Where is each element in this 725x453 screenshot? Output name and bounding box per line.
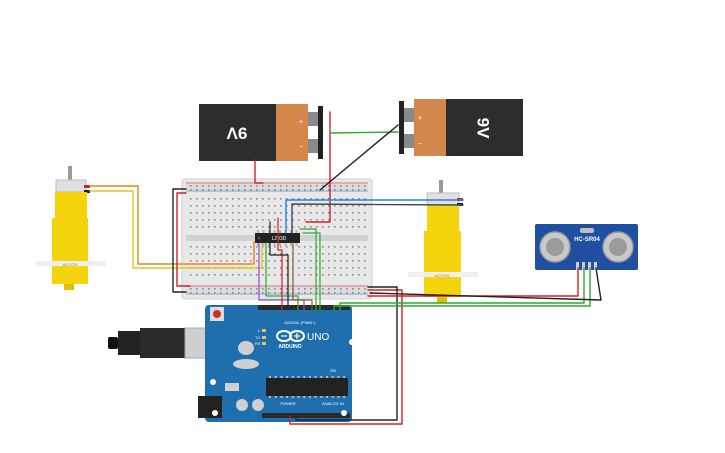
wire-rail-black-left [172,188,187,293]
battery-left-minus: − [299,144,303,151]
wire-chip-red [277,217,283,311]
battery-left-plus: + [299,119,303,126]
wire-battery-green [329,131,399,134]
ultrasonic-sensor[interactable]: HC-SR04 [535,224,638,270]
arduino-led-rx: RX [255,341,261,346]
wire-chip-green2 [299,228,317,311]
wire-motor-left-yellow [89,190,263,269]
sensor-pins [576,262,597,270]
wire-motor-right-blue [285,199,464,234]
wire-sensor-green2 [333,267,591,311]
wire-arduino-black [295,286,398,421]
arduino-led-tx: TX [255,335,260,340]
arduino-infinity-logo [276,330,305,342]
wire-battery-right-red [305,111,331,223]
battery-right-minus: − [418,141,422,148]
wires [89,111,602,425]
battery-left[interactable]: + − 9V [199,104,323,161]
wire-battery-left-red [254,159,264,184]
battery-right-label: 9V [474,118,493,139]
mcu-pins [269,376,346,398]
motor-right[interactable]: MOTOR [408,180,478,303]
arduino-brand: ARDUINO [278,344,301,350]
wire-chip-brown [292,242,313,311]
driver-chip-label: L293D [272,236,287,242]
arduino-uno[interactable]: L TX RX ON ARDUINO UNO DIGITAL (PWM~) PO… [108,305,355,422]
arduino-led-l: L [258,328,261,333]
motor-left[interactable]: MOTOR [36,166,106,290]
arduino-digital-label: DIGITAL (PWM~) [285,320,317,325]
wire-chip-black [269,221,289,311]
sensor-label: HC-SR04 [574,237,600,243]
wire-sensor-red [367,267,579,297]
wire-sensor-black [369,267,602,301]
battery-right-plus: + [418,115,422,122]
wire-arduino-red [289,289,403,425]
arduino-model: UNO [307,332,329,343]
breadboard-holes [190,185,366,294]
arduino-analog-label: ANALOG IN [322,401,344,406]
arduino-power-label: POWER [280,401,295,406]
motor-right-label: MOTOR [435,273,450,278]
wire-chip-green3 [302,232,321,311]
motor-left-label: MOTOR [63,262,78,267]
wire-motor-left-orange [89,185,255,265]
wire-motor-right-dark [291,203,464,234]
battery-right[interactable]: + − 9V [399,99,523,156]
wire-battery-black [319,124,399,191]
arduino-on-label: ON [330,368,336,373]
wire-rail-red-left [176,192,191,287]
battery-left-label: 9V [226,124,247,143]
